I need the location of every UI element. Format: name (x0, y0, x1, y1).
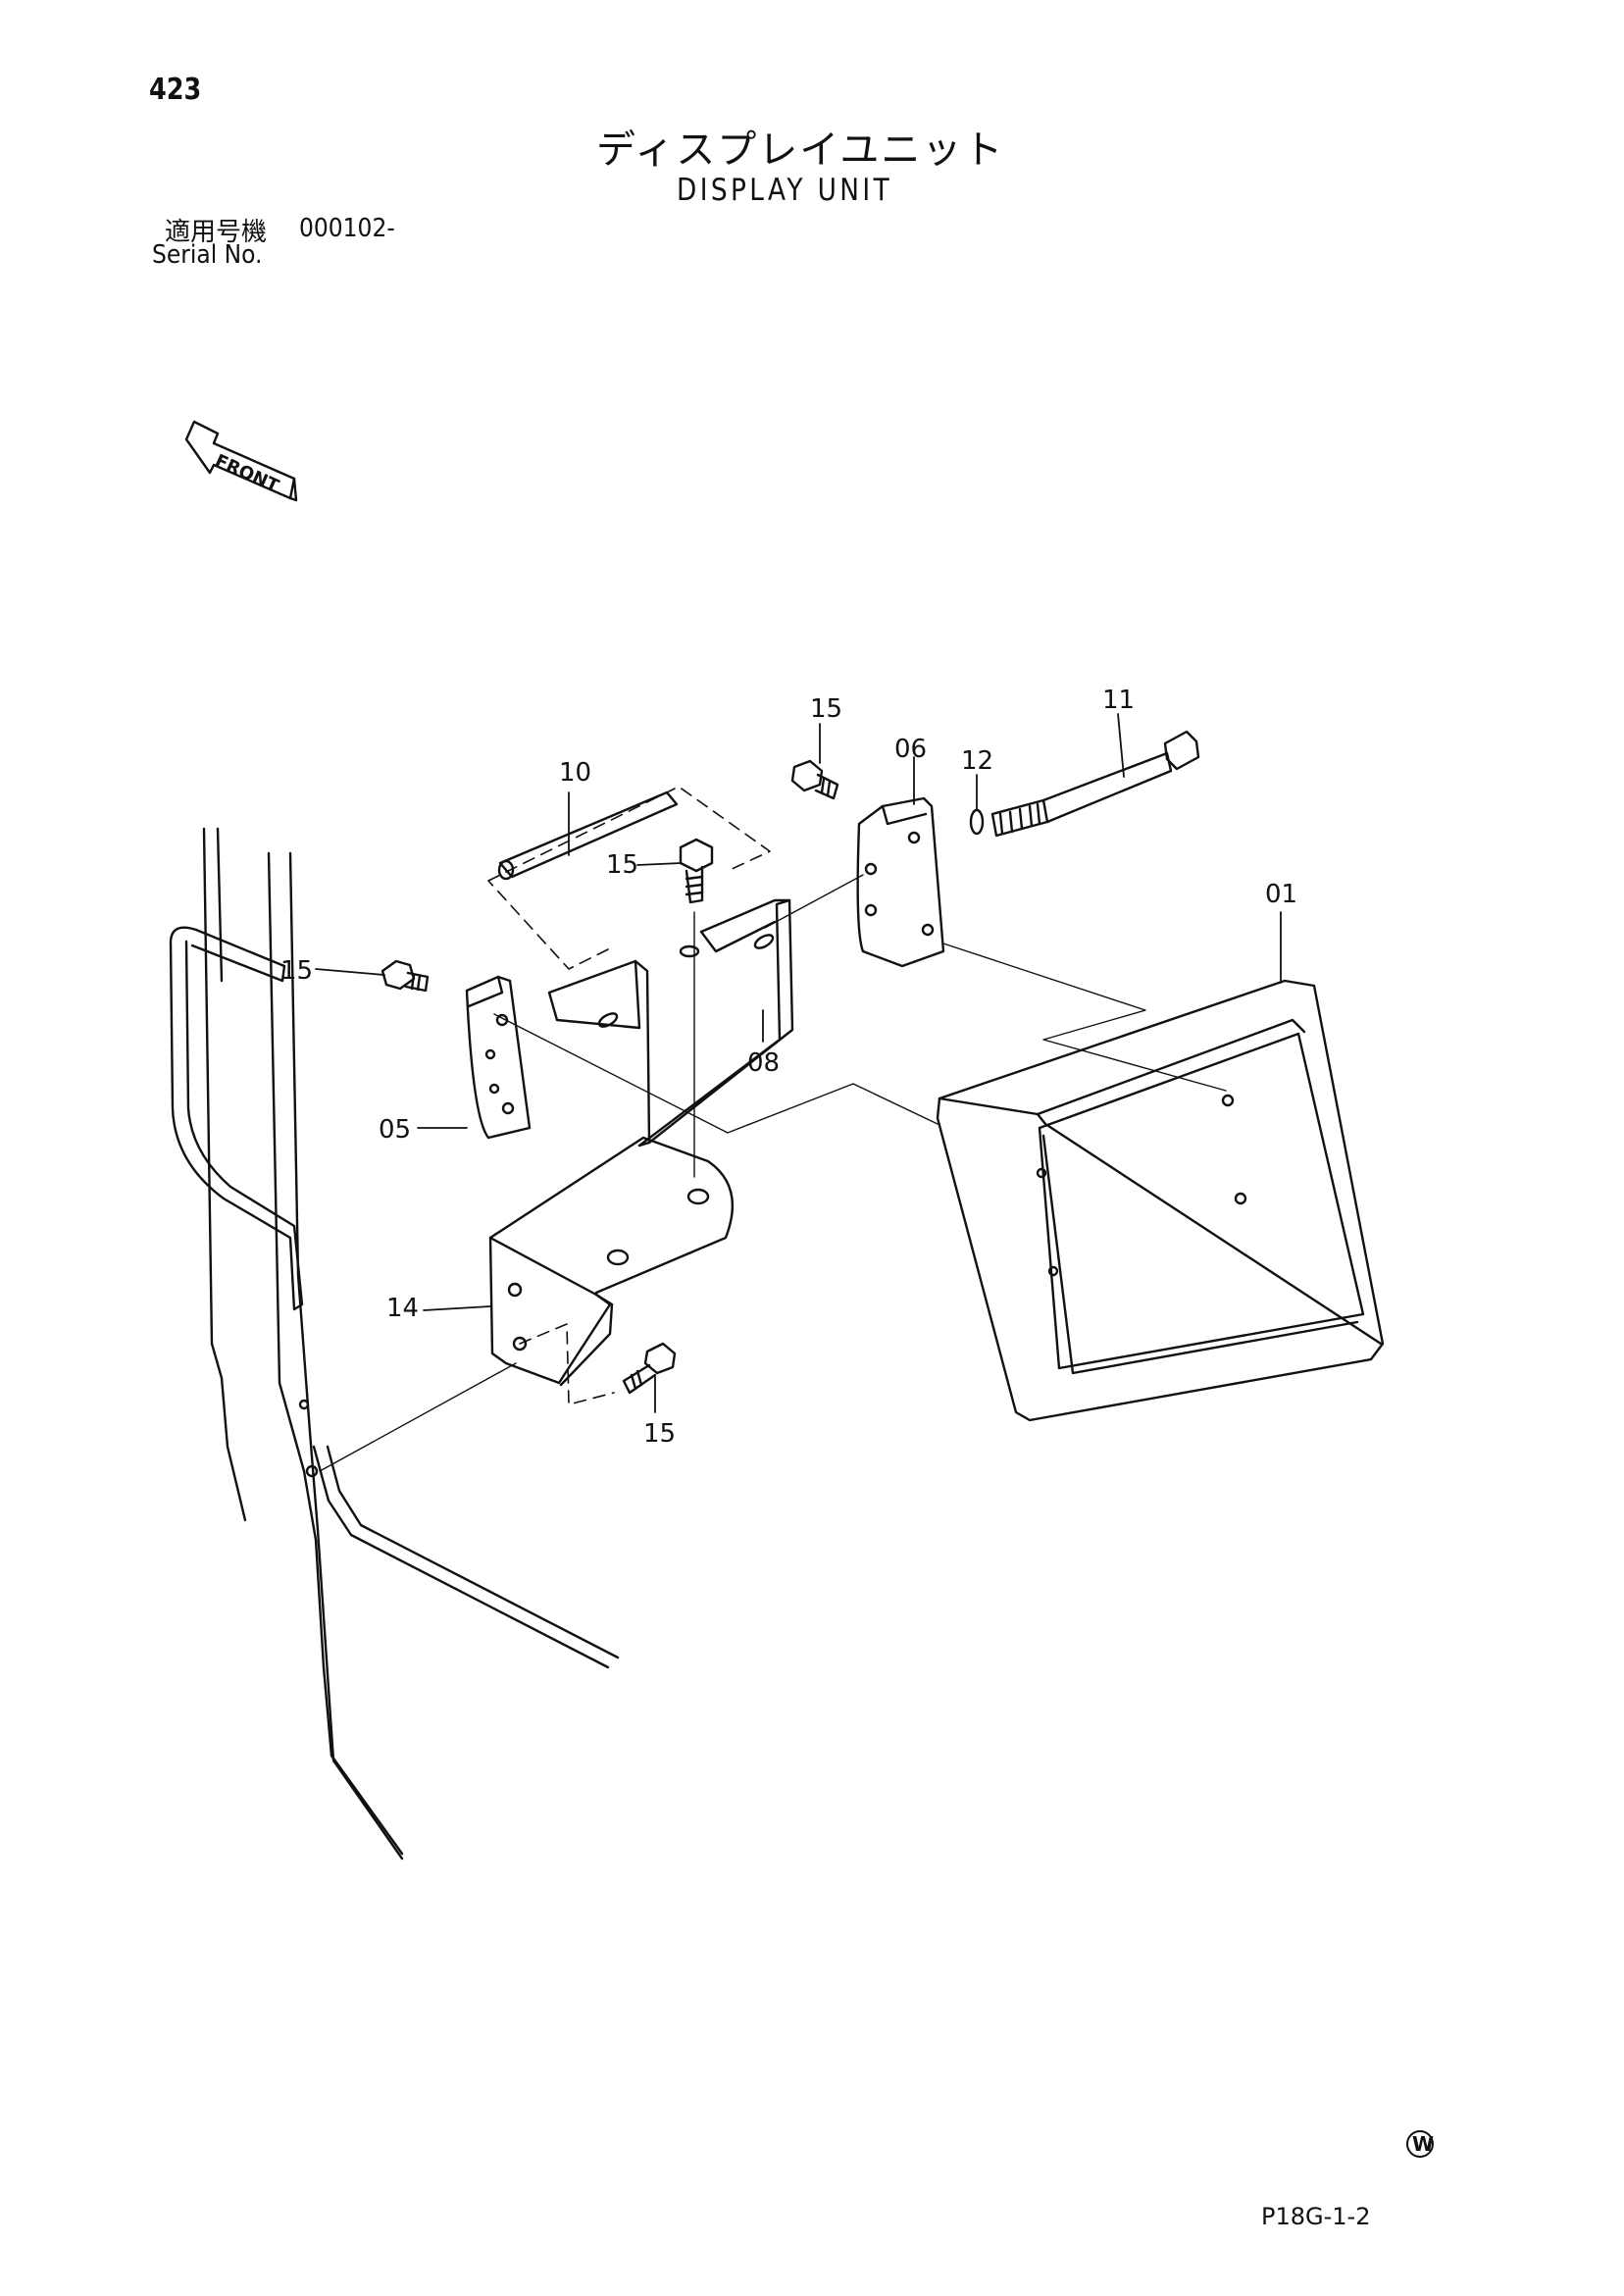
part-08-bracket (547, 898, 794, 1148)
part-15-bolt-vertical (679, 838, 714, 904)
serial-label: Serial No. (152, 240, 263, 270)
part-label-11: 11 (1102, 686, 1135, 715)
serial-label-japanese: 適用号機 (165, 218, 268, 247)
part-10-pin (497, 791, 679, 881)
part-label-08: 08 (747, 1048, 780, 1078)
cab-frame (169, 827, 620, 1861)
part-12-washer (969, 808, 985, 836)
part-label-15-top: 15 (810, 694, 842, 724)
part-06-bracket (856, 796, 945, 968)
part-label-10: 10 (559, 758, 591, 788)
part-label-12: 12 (961, 746, 993, 776)
part-label-06: 06 (894, 735, 927, 764)
part-15-bolt-bottom (622, 1342, 677, 1395)
part-01-display-unit (936, 979, 1385, 1422)
part-05-plate (465, 975, 532, 1140)
part-11-long-bolt (990, 730, 1200, 838)
page-title: DISPLAY UNIT (677, 173, 893, 208)
page-title-japanese: ディスプレイユニット (596, 128, 1005, 173)
part-label-14: 14 (386, 1294, 419, 1323)
page-code: P18G-1-2 (1261, 2203, 1371, 2230)
part-15-bolt-left (381, 959, 430, 993)
part-label-15-left: 15 (280, 956, 313, 986)
serial-number-value: 000102- (299, 214, 395, 243)
svg-text:W: W (1412, 2132, 1434, 2156)
circled-w-badge: W (1406, 2130, 1434, 2158)
part-label-15-bottom: 15 (643, 1419, 676, 1449)
part-label-01: 01 (1265, 880, 1297, 909)
part-label-15-center: 15 (606, 850, 638, 880)
leader-lines (315, 713, 1282, 1413)
page-number: 423 (149, 73, 202, 107)
front-arrow-icon: FRONT (184, 420, 298, 502)
part-15-bolt-top (790, 759, 839, 800)
part-label-05: 05 (379, 1115, 411, 1145)
part-14-bracket (488, 1136, 734, 1387)
